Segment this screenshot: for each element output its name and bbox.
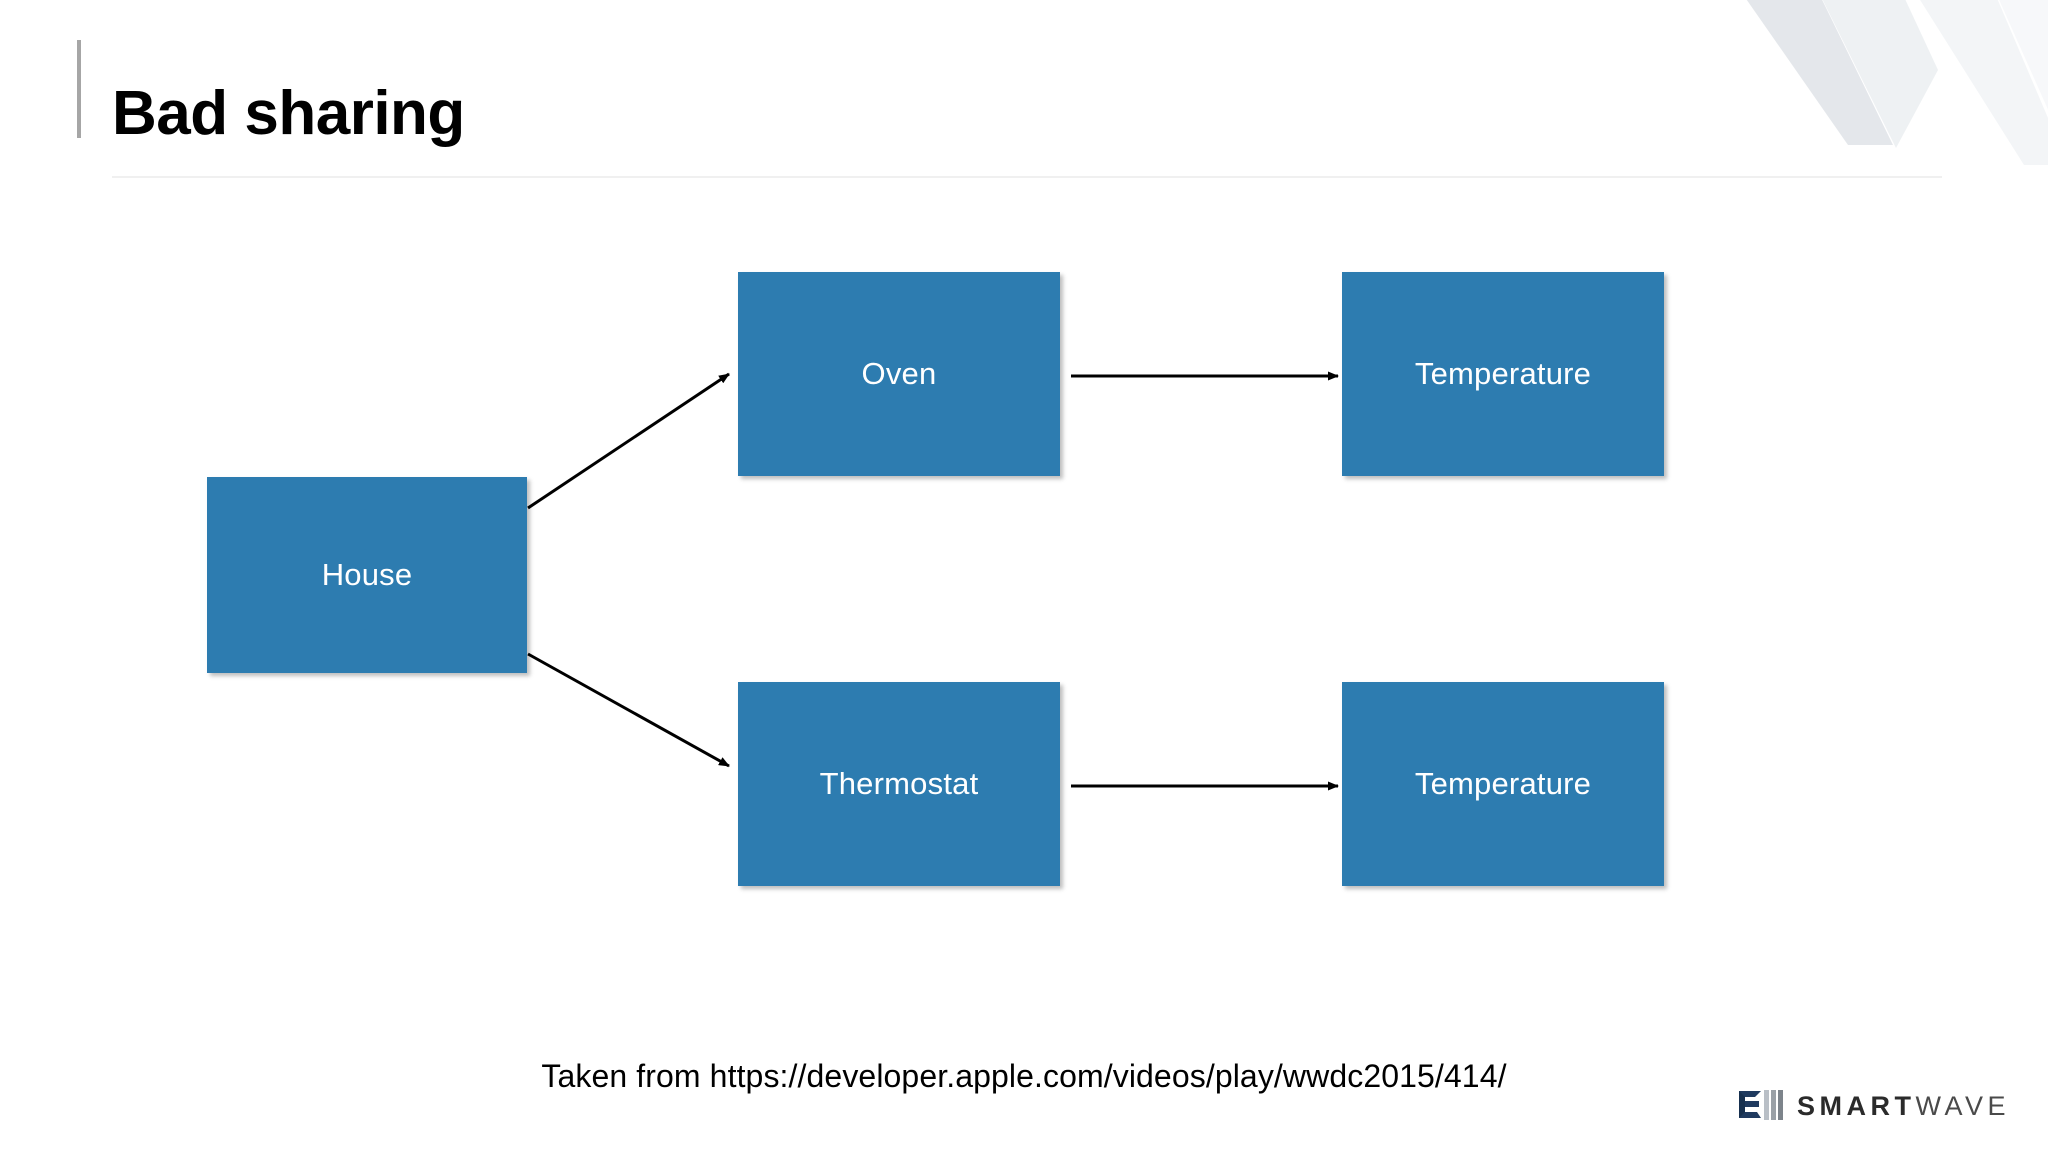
page-title: Bad sharing [112, 78, 465, 148]
header-divider [112, 176, 1942, 178]
diagram-node-thermostat[interactable]: Thermostat [738, 682, 1060, 886]
diagram-node-label: Oven [861, 356, 937, 391]
diagram-node-oven[interactable]: Oven [738, 272, 1060, 476]
diagram-node-temperature-oven[interactable]: Temperature [1342, 272, 1664, 476]
diagram-node-temperature-thermostat[interactable]: Temperature [1342, 682, 1664, 886]
diagram-node-label: Temperature [1414, 766, 1592, 801]
source-caption: Taken from https://developer.apple.com/v… [541, 1058, 1507, 1094]
diagram-node-label: Temperature [1414, 356, 1592, 391]
brand-name-bold: SMART [1796, 1090, 1916, 1121]
diagram-node-label: House [321, 557, 413, 592]
diagram-node-house[interactable]: House [207, 477, 527, 673]
edge-house-to-oven [527, 372, 730, 510]
edge-house-to-thermostat [527, 652, 730, 768]
title-accent-bar [77, 40, 81, 138]
brand-wordmark: SMARTWAVE [1796, 1090, 2010, 1121]
diagram-node-label: Thermostat [819, 766, 979, 801]
smartwave-logo-icon [1738, 1090, 1783, 1120]
brand-logo: SMARTWAVE [1737, 1086, 2010, 1126]
brand-name-light: WAVE [1915, 1090, 2010, 1121]
